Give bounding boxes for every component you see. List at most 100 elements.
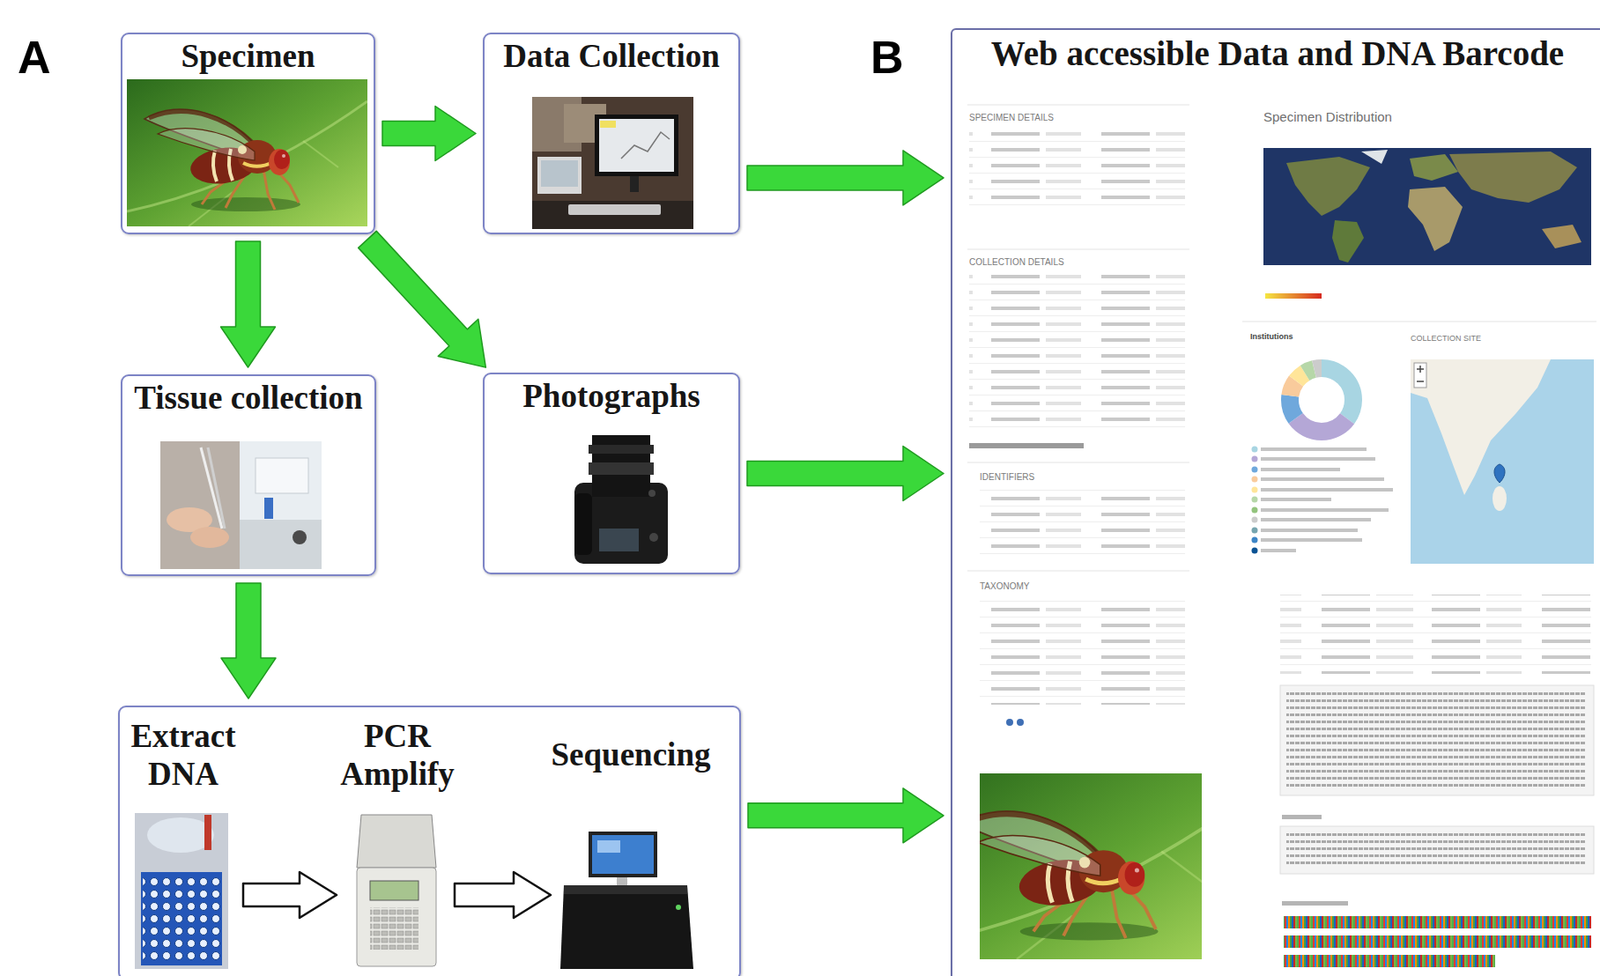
institution-list <box>1251 527 1259 534</box>
web-screenshot <box>969 443 1084 449</box>
institution-list <box>1251 446 1259 453</box>
label-slot: Institutions <box>1250 326 1294 343</box>
dna-extraction-photo <box>204 814 212 851</box>
web-screenshot <box>1289 368 1354 432</box>
text-slot: Photographs <box>484 377 739 416</box>
label-slot: TAXONOMY <box>979 577 1030 593</box>
tissue-collection-photo <box>160 441 322 570</box>
institution-list <box>1251 487 1259 494</box>
label-slot: COLLECTION DETAILS <box>969 252 1065 269</box>
section-heading: COLLECTION SITE <box>1410 333 1482 343</box>
institution-list <box>1260 548 1297 553</box>
institution-list <box>1251 476 1259 483</box>
label-slot: B <box>870 31 904 85</box>
web-screenshot <box>1289 368 1354 432</box>
institution-list <box>1260 518 1371 522</box>
data-collection-photo <box>568 204 661 215</box>
text-slot: Extract DNA <box>125 718 242 793</box>
web-screenshot <box>1280 685 1594 796</box>
step-label: Sequencing <box>551 736 712 775</box>
text-slot: PCR Amplify <box>331 718 464 793</box>
collection-site-map <box>1416 380 1424 383</box>
tissue-collection-photo <box>292 530 307 545</box>
section-heading: COLLECTION DETAILS <box>969 257 1065 268</box>
tissue-collection-photo <box>160 441 240 570</box>
collection-site-map <box>1419 365 1422 373</box>
data-collection-photo <box>594 114 679 177</box>
institution-list <box>1260 447 1367 452</box>
process-box: Specimen <box>120 32 376 235</box>
web-screenshot <box>1286 831 1586 869</box>
text-slot: Data Collection <box>484 37 739 76</box>
data-collection-photo <box>599 118 675 172</box>
section-heading: SPECIMEN DETAILS <box>969 112 1054 124</box>
pcr-machine <box>356 867 437 967</box>
web-screenshot <box>1281 814 1322 820</box>
institution-list <box>1251 548 1259 555</box>
box-title: Photographs <box>522 377 700 416</box>
box-title: Tissue collection <box>133 379 363 418</box>
sequencer <box>588 831 658 878</box>
block-arrow <box>748 788 944 844</box>
data-collection-photo <box>532 96 694 230</box>
specimen-photo <box>126 79 368 227</box>
data-collection-photo <box>621 132 670 159</box>
dna-extraction-photo <box>134 813 229 970</box>
web-screenshot <box>1289 368 1354 432</box>
process-box: Extract DNA PCR Amplify Sequencing <box>118 705 741 976</box>
tissue-collection-photo <box>239 519 322 570</box>
sequencer <box>563 885 688 895</box>
web-screenshot <box>1242 321 1597 323</box>
web-screenshot <box>939 773 1244 960</box>
section-heading: TAXONOMY <box>979 581 1030 593</box>
web-screenshot <box>1283 955 1496 968</box>
block-arrow <box>221 241 276 368</box>
dna-extraction-photo <box>134 813 229 970</box>
web-screenshot <box>1265 293 1322 299</box>
web-screenshot <box>1281 901 1349 906</box>
sequencer <box>675 904 682 911</box>
web-screenshot <box>1283 916 1592 929</box>
step-label: PCR Amplify <box>331 718 464 793</box>
label-slot: SPECIMEN DETAILS <box>969 108 1054 125</box>
camera-illustration <box>649 533 659 542</box>
data-collection-photo <box>532 200 694 230</box>
collection-site-map <box>1410 359 1594 564</box>
web-screenshot <box>1407 186 1463 252</box>
process-box: Data Collection <box>482 32 741 235</box>
web-screenshot <box>1280 826 1594 875</box>
web-screenshot <box>967 462 1190 464</box>
web-panel: Web accessible Data and DNA Barcode <box>950 28 1600 976</box>
text-slot: Tissue collection <box>122 379 375 418</box>
web-screenshot <box>1541 224 1582 249</box>
data-collection-photo <box>629 176 639 193</box>
tissue-collection-photo <box>190 526 230 549</box>
institution-list <box>1260 497 1332 502</box>
label-slot: A <box>17 31 52 85</box>
collection-site-map <box>1410 359 1551 496</box>
collection-site-map <box>1410 359 1594 564</box>
block-arrow <box>358 230 487 368</box>
data-collection-photo <box>537 156 582 194</box>
hollow-arrow <box>454 872 551 919</box>
text-slot: Web accessible Data and DNA Barcode <box>952 34 1600 75</box>
web-screenshot <box>1006 718 1014 726</box>
hollow-arrow <box>243 872 551 919</box>
camera-illustration <box>574 435 668 564</box>
pcr-machine <box>370 881 419 901</box>
sequencer <box>616 877 628 887</box>
section-heading: Institutions <box>1250 332 1294 341</box>
data-collection-photo <box>600 120 616 128</box>
web-screenshot <box>1289 368 1354 432</box>
box-title: Web accessible Data and DNA Barcode <box>991 34 1564 75</box>
data-collection-photo <box>540 160 578 187</box>
panel-letter: B <box>870 31 904 85</box>
web-screenshot <box>967 570 1190 572</box>
process-box: Tissue collection <box>120 374 377 577</box>
box-title: Data Collection <box>503 37 720 76</box>
institution-list <box>1251 456 1259 463</box>
dna-extraction-photo <box>142 874 221 964</box>
web-screenshot <box>967 249 1190 251</box>
